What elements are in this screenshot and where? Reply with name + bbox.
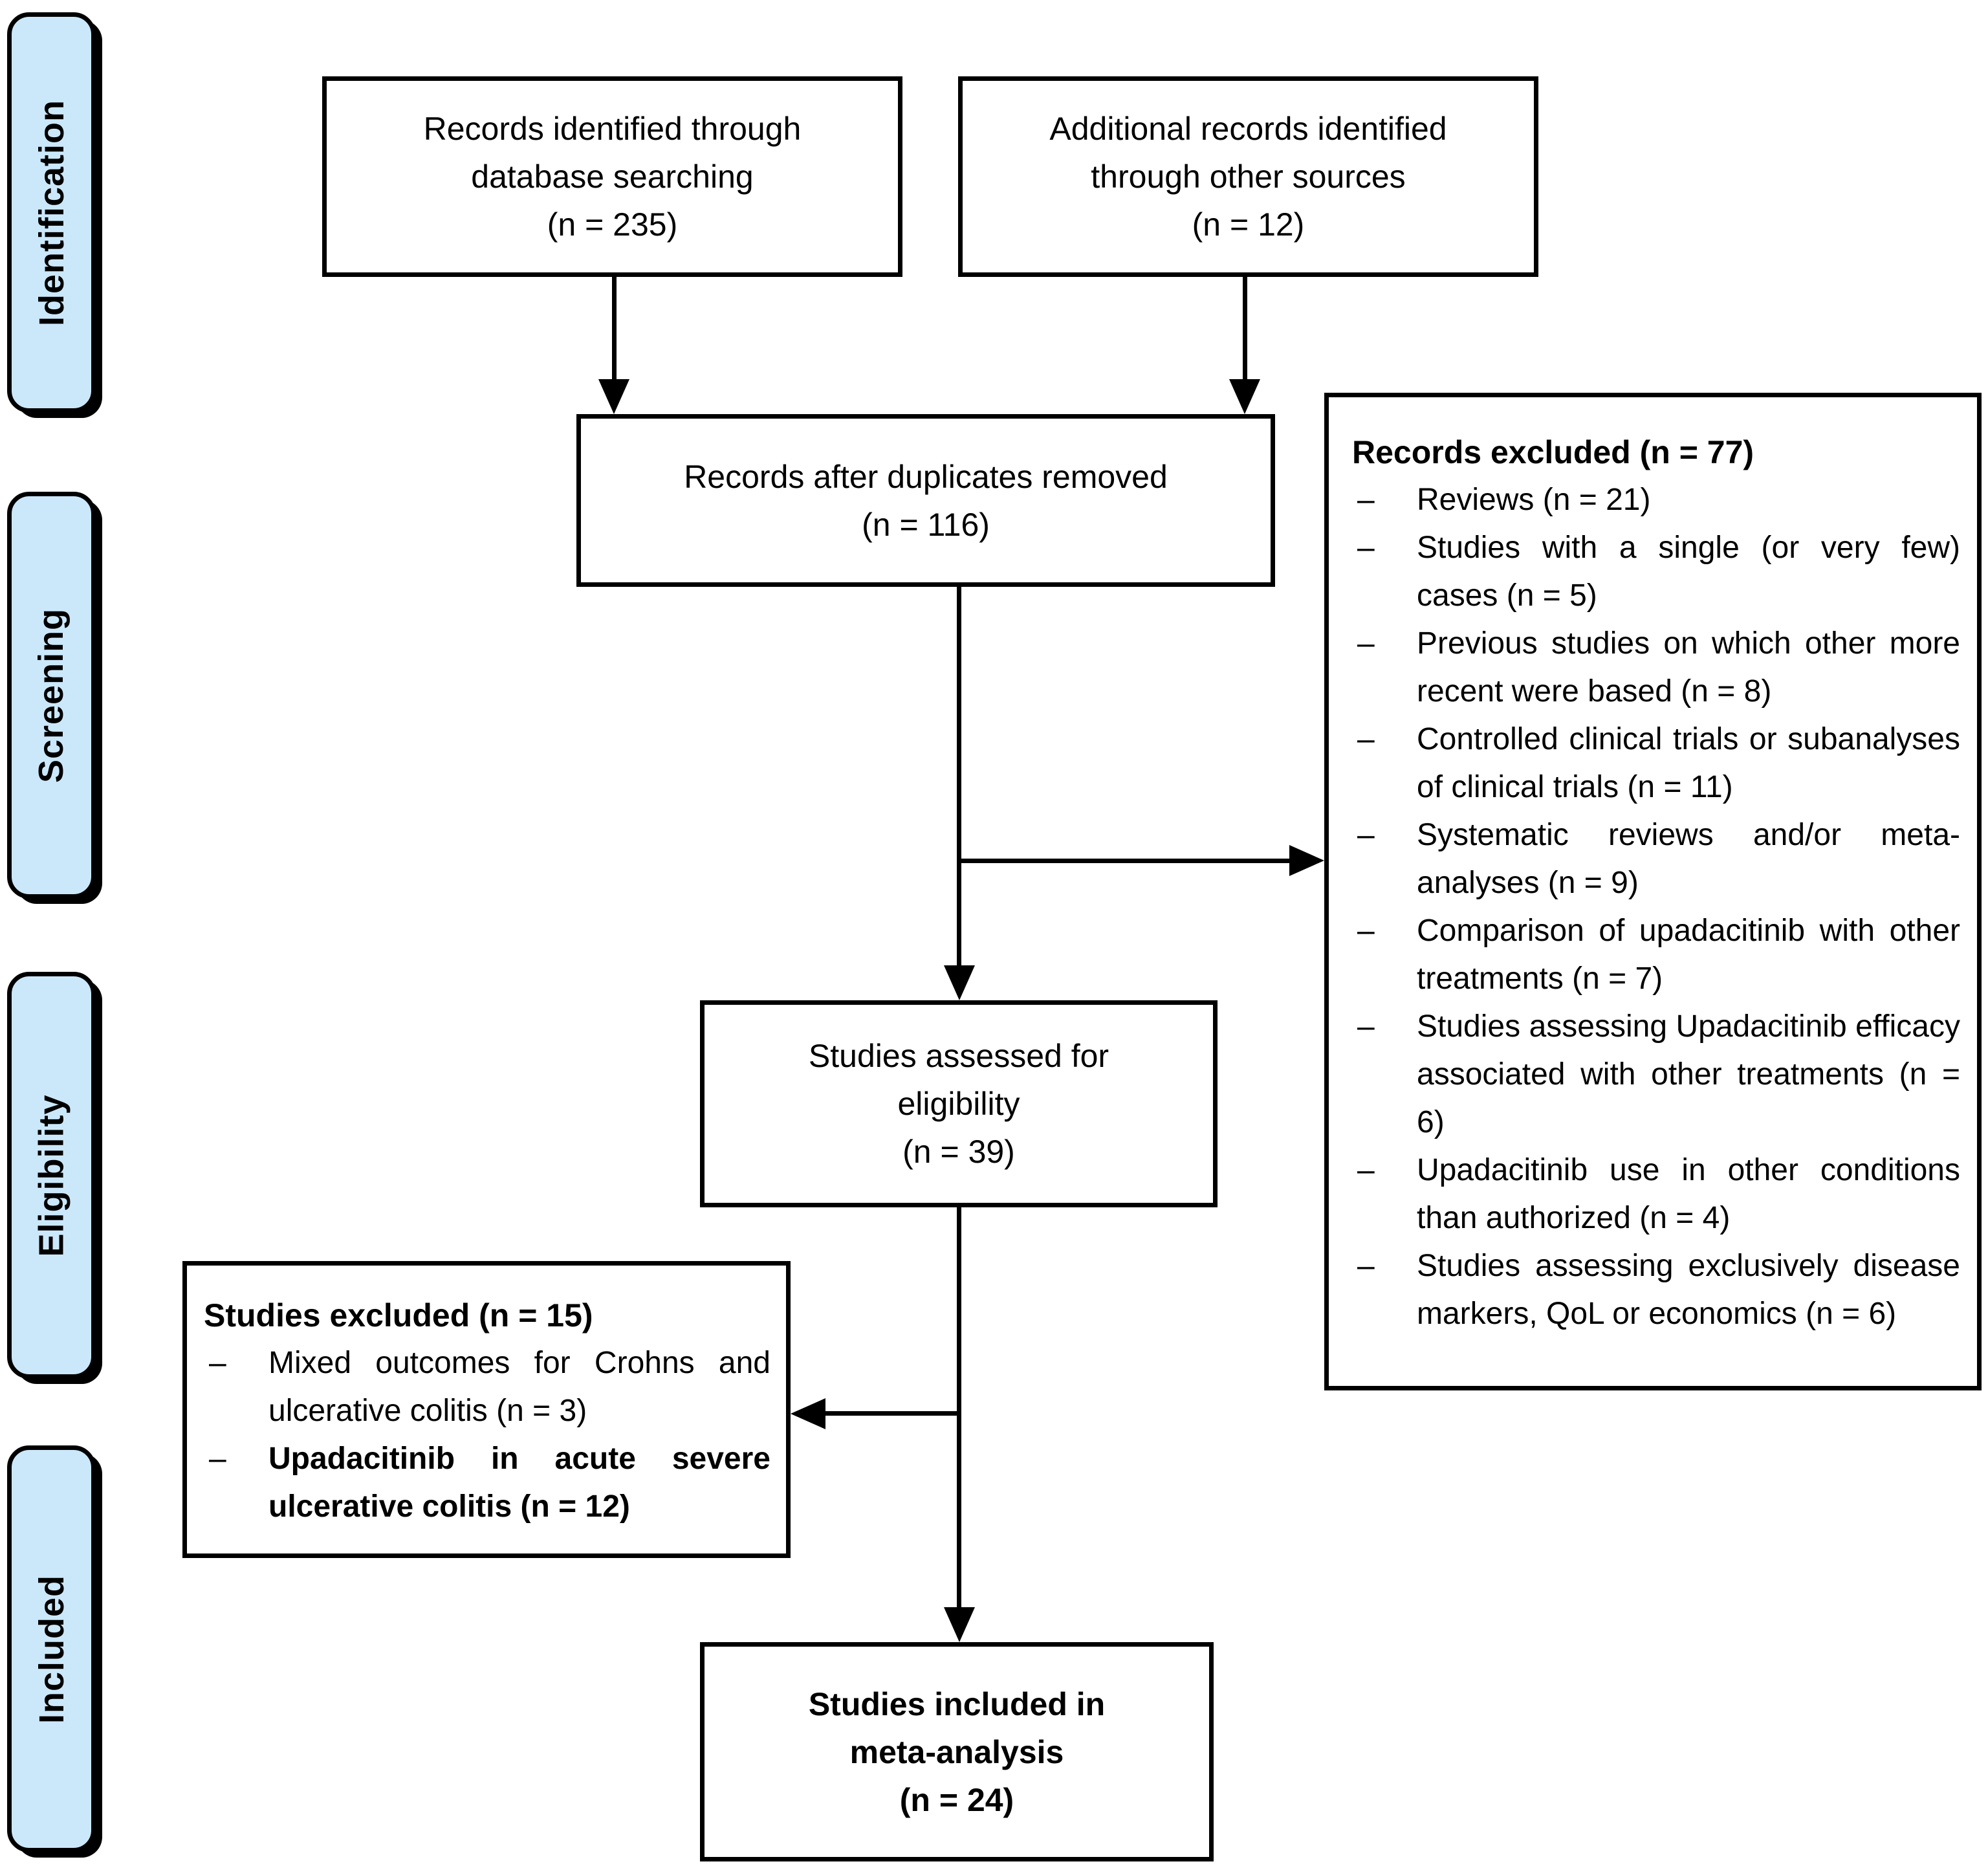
stage-screening-label: Screening [32, 608, 71, 783]
studies-excluded-item: – Mixed outcomes for Crohns and ulcerati… [204, 1339, 770, 1435]
records-excluded-item: – Studies assessing Upadacitinib efficac… [1352, 1003, 1960, 1147]
arrow-assessed-to-included-shaft [957, 1205, 961, 1610]
box-studies-included: Studies included in meta-analysis (n = 2… [700, 1642, 1214, 1861]
dash-bullet-icon: – [209, 1442, 226, 1476]
records-excluded-title: Records excluded (n = 77) [1352, 434, 1754, 470]
records-excluded-item: – Studies assessing exclusively disease … [1352, 1242, 1960, 1338]
studies-excluded-title: Studies excluded (n = 15) [204, 1297, 593, 1334]
dash-bullet-icon: – [1357, 914, 1375, 948]
studies-excluded-item-text: Upadacitinib in acute severe ulcerative … [268, 1442, 770, 1524]
box-records-excluded: Records excluded (n = 77) – Reviews (n =… [1324, 393, 1982, 1390]
box-records-identified-text: Records identified through database sear… [423, 111, 802, 243]
dash-bullet-icon: – [1357, 1153, 1375, 1187]
box-studies-included-text: Studies included in meta-analysis (n = 2… [808, 1685, 1106, 1818]
stage-included-label: Included [32, 1574, 71, 1724]
dash-bullet-icon: – [209, 1346, 226, 1380]
box-additional-records-text: Additional records identified through ot… [1049, 111, 1447, 243]
dash-bullet-icon: – [1357, 1009, 1375, 1044]
stage-identification-label: Identification [32, 99, 71, 326]
records-excluded-item-text: Studies with a single (or very few) case… [1417, 531, 1960, 613]
records-excluded-item: – Controlled clinical trials or subanaly… [1352, 716, 1960, 811]
studies-excluded-item-text: Mixed outcomes for Crohns and ulcerative… [268, 1346, 770, 1428]
arrow-branch-to-records-excluded-head-icon [1289, 845, 1324, 876]
box-duplicates-removed: Records after duplicates removed (n = 11… [576, 414, 1275, 587]
dash-bullet-icon: – [1357, 722, 1375, 756]
records-excluded-item-text: Controlled clinical trials or subanalyse… [1417, 722, 1960, 804]
records-excluded-item-text: Reviews (n = 21) [1417, 483, 1651, 517]
arrow-duplicates-to-assessed-shaft [957, 584, 961, 967]
dash-bullet-icon: – [1357, 531, 1375, 565]
dash-bullet-icon: – [1357, 818, 1375, 852]
stage-identification: Identification [7, 12, 96, 413]
records-excluded-item: – Previous studies on which other more r… [1352, 620, 1960, 716]
arrow-duplicates-to-assessed-head-icon [944, 965, 975, 1000]
dash-bullet-icon: – [1357, 483, 1375, 517]
studies-excluded-item: – Upadacitinib in acute severe ulcerativ… [204, 1435, 770, 1531]
records-excluded-item-text: Studies assessing Upadacitinib efficacy … [1417, 1009, 1960, 1139]
dash-bullet-icon: – [1357, 1249, 1375, 1283]
box-duplicates-removed-text: Records after duplicates removed (n = 11… [684, 458, 1168, 543]
box-studies-excluded: Studies excluded (n = 15) – Mixed outcom… [182, 1261, 791, 1558]
stage-eligibility-label: Eligibility [32, 1093, 71, 1257]
records-excluded-item-text: Previous studies on which other more rec… [1417, 626, 1960, 708]
stage-included: Included [7, 1445, 96, 1852]
records-excluded-item-text: Comparison of upadacitinib with other tr… [1417, 914, 1960, 996]
arrow-branch-to-studies-excluded-head-icon [791, 1398, 825, 1429]
records-excluded-item: – Reviews (n = 21) [1352, 476, 1960, 524]
arrow-branch-to-records-excluded-shaft [959, 859, 1292, 863]
arrow-identified-to-duplicates-head-icon [598, 379, 629, 414]
arrow-identified-to-duplicates-shaft [612, 274, 617, 382]
records-excluded-item-text: Systematic reviews and/or meta-analyses … [1417, 818, 1960, 900]
box-studies-assessed-text: Studies assessed for eligibility (n = 39… [808, 1038, 1109, 1170]
records-excluded-item: – Systematic reviews and/or meta-analyse… [1352, 811, 1960, 907]
arrow-additional-to-duplicates-shaft [1243, 274, 1247, 382]
records-excluded-item: – Upadacitinib use in other conditions t… [1352, 1147, 1960, 1242]
stage-eligibility: Eligibility [7, 972, 96, 1379]
arrow-assessed-to-included-head-icon [944, 1607, 975, 1642]
box-additional-records: Additional records identified through ot… [958, 76, 1538, 277]
stage-screening: Screening [7, 492, 96, 899]
arrow-branch-to-studies-excluded-shaft [824, 1411, 961, 1416]
records-excluded-item-text: Studies assessing exclusively disease ma… [1417, 1249, 1960, 1331]
arrow-additional-to-duplicates-head-icon [1229, 379, 1260, 414]
dash-bullet-icon: – [1357, 626, 1375, 661]
box-records-identified: Records identified through database sear… [322, 76, 902, 277]
records-excluded-item: – Studies with a single (or very few) ca… [1352, 524, 1960, 620]
records-excluded-item: – Comparison of upadacitinib with other … [1352, 907, 1960, 1003]
box-studies-assessed: Studies assessed for eligibility (n = 39… [700, 1000, 1218, 1207]
records-excluded-item-text: Upadacitinib use in other conditions tha… [1417, 1153, 1960, 1235]
